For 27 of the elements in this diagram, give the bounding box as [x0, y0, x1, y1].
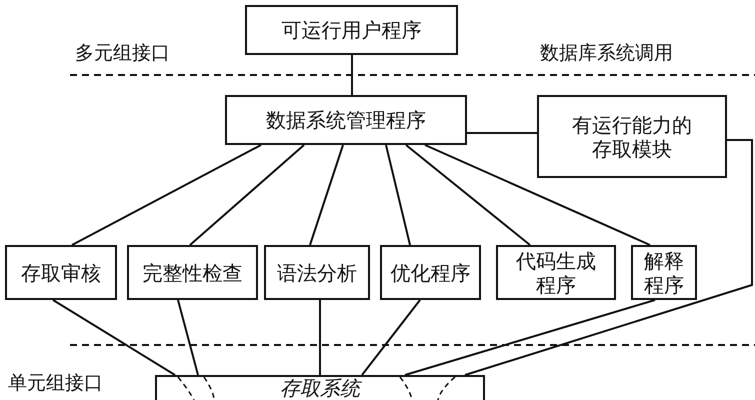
process-box: 解释程序 — [631, 245, 697, 300]
connector-line — [464, 139, 753, 376]
process-box: 语法分析 — [264, 245, 370, 300]
connector-line — [405, 144, 531, 246]
connector-line — [385, 144, 411, 246]
connector-line — [177, 300, 199, 376]
process-box: 存取审核 — [5, 245, 117, 300]
process-box: 有运行能力的存取模块 — [537, 95, 727, 178]
connector-line — [424, 144, 650, 246]
process-box: 优化程序 — [380, 245, 481, 300]
connector-line — [361, 299, 421, 376]
connector-line — [351, 55, 353, 95]
connector-line — [404, 299, 656, 376]
connector-line — [319, 300, 321, 375]
process-box: 数据系统管理程序 — [225, 95, 467, 145]
connector-line — [189, 144, 305, 246]
connector-line — [309, 144, 344, 246]
connector-line — [72, 144, 262, 246]
interface-label: 多元组接口 — [75, 41, 170, 66]
interface-label: 单元组接口 — [8, 371, 103, 396]
process-box: 完整性检查 — [127, 245, 258, 300]
process-box: 可运行用户程序 — [245, 5, 458, 55]
process-box: 存取系统 — [155, 375, 485, 400]
connector-line — [52, 299, 176, 376]
process-box: 代码生成程序 — [496, 245, 616, 300]
connector-line — [467, 132, 537, 134]
interface-label: 数据库系统调用 — [540, 41, 673, 66]
